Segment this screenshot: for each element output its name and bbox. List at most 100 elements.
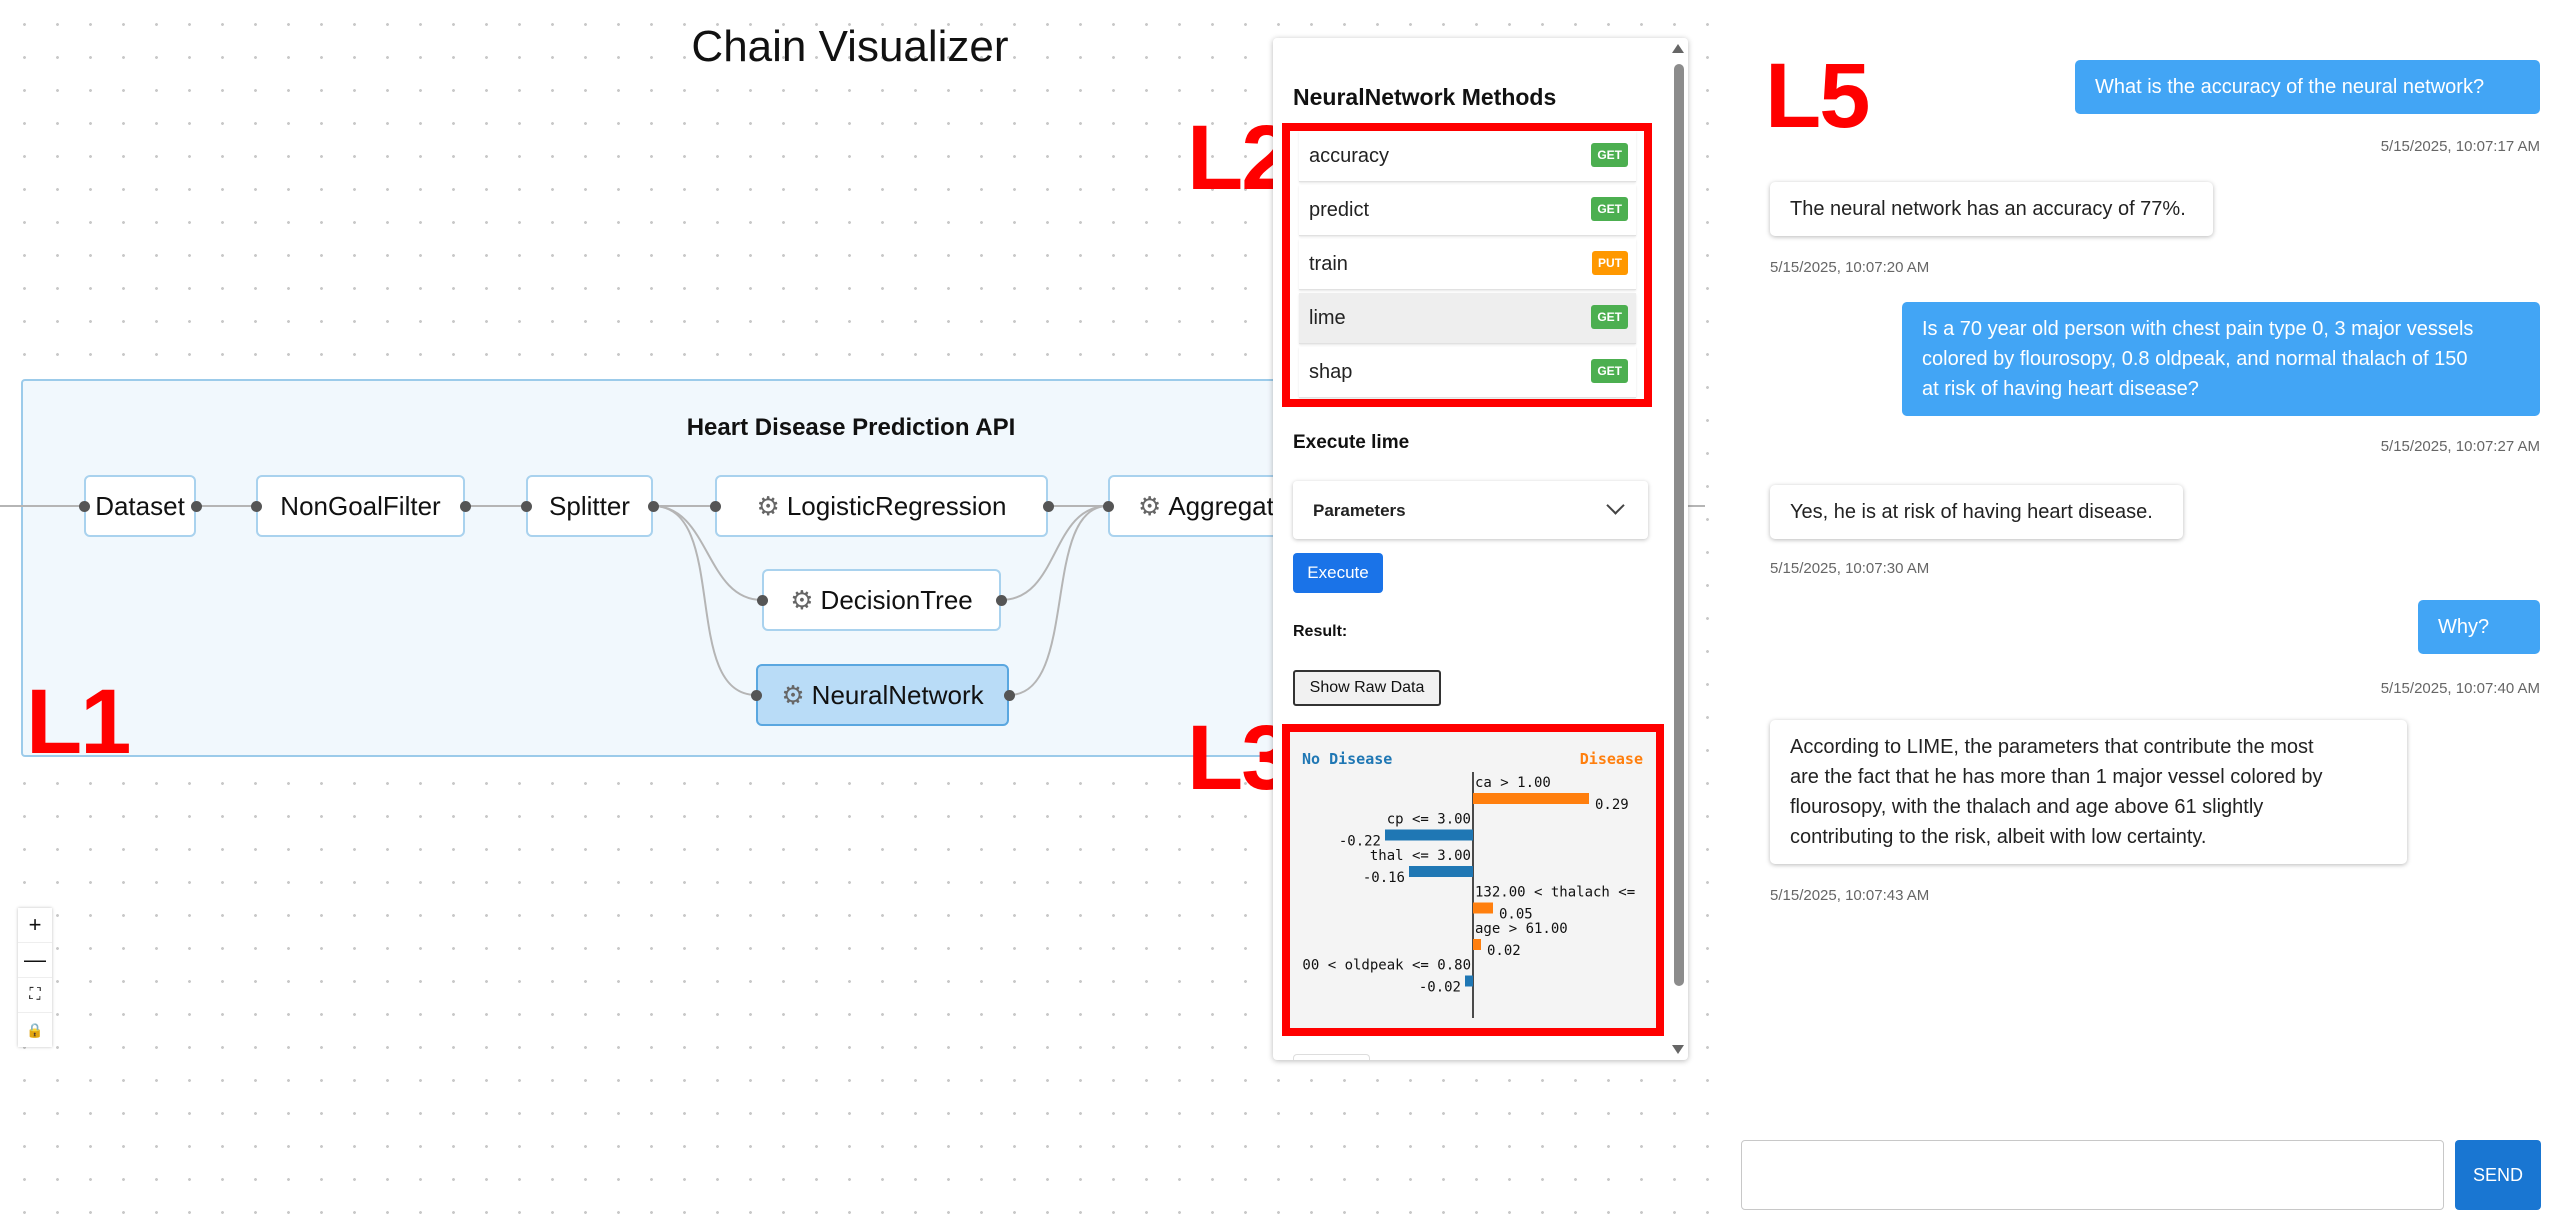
panel-title: NeuralNetwork Methods (1293, 84, 1557, 110)
bot-message: The neural network has an accuracy of 77… (1770, 182, 2213, 236)
method-row-lime[interactable]: lime GET (1299, 293, 1636, 344)
chat-input[interactable] (1741, 1140, 2444, 1210)
parameters-accordion[interactable]: Parameters (1293, 481, 1648, 539)
node-handle[interactable] (1004, 690, 1015, 701)
chart-feature-label: thal <= 3.00 (1370, 848, 1471, 864)
node-label: Aggregate (1168, 490, 1289, 521)
node-neuralnetwork[interactable]: ⚙ NeuralNetwork (756, 664, 1009, 726)
zoom-out-button[interactable]: — (18, 943, 52, 978)
gear-icon: ⚙ (790, 584, 814, 615)
method-row-accuracy[interactable]: accuracy GET (1299, 131, 1636, 182)
get-badge: GET (1591, 143, 1628, 167)
message-timestamp: 5/15/2025, 10:07:20 AM (1770, 259, 1930, 276)
node-handle[interactable] (710, 501, 721, 512)
node-handle[interactable] (251, 501, 262, 512)
edge-neural-aggregate (1008, 505, 1109, 696)
group-title: Heart Disease Prediction API (686, 414, 1016, 441)
result-label: Result: (1293, 623, 1348, 640)
node-dataset[interactable]: Dataset (84, 475, 196, 537)
edge-splitter-neural (652, 505, 757, 696)
method-name: train (1309, 253, 1348, 275)
edges-layer (0, 505, 1705, 696)
api-group-box[interactable] (21, 379, 1401, 757)
chart-class-positive: Disease (1580, 750, 1643, 768)
node-label: LogisticRegression (786, 490, 1007, 521)
node-handle[interactable] (1103, 501, 1114, 512)
zoom-in-button[interactable]: + (18, 908, 52, 943)
chart-value-label: -0.22 (1339, 834, 1381, 850)
chart-bar (1409, 866, 1473, 877)
chart-feature-label: age > 61.00 (1475, 921, 1568, 937)
node-label: Dataset (95, 490, 185, 521)
message-timestamp: 5/15/2025, 10:07:30 AM (1770, 560, 1930, 577)
node-decisiontree[interactable]: ⚙ DecisionTree (762, 569, 1001, 631)
method-name: accuracy (1309, 145, 1390, 167)
scroll-thumb[interactable] (1674, 64, 1684, 986)
method-name: shap (1309, 361, 1353, 383)
method-name: predict (1309, 199, 1370, 221)
chart-value-label: -0.02 (1419, 980, 1461, 996)
annotation-l1: L1 (26, 671, 131, 773)
gear-icon: ⚙ (781, 679, 805, 710)
get-badge: GET (1591, 197, 1628, 221)
method-row-predict[interactable]: predict GET (1299, 185, 1636, 236)
chart-value-label: 0.05 (1499, 907, 1533, 923)
fit-view-button[interactable]: ⛶ (18, 978, 52, 1013)
node-handle[interactable] (996, 595, 1007, 606)
edge-decision-aggregate (1000, 505, 1109, 601)
node-handle[interactable] (79, 501, 90, 512)
message-timestamp: 5/15/2025, 10:07:40 AM (2380, 680, 2540, 697)
execute-button[interactable]: Execute (1293, 553, 1383, 593)
message-text: What is the accuracy of the neural netwo… (2095, 76, 2485, 98)
message-text: Yes, he is at risk of having heart disea… (1790, 501, 2153, 523)
chart-value-label: 0.02 (1487, 943, 1521, 959)
chart-bar (1473, 902, 1493, 914)
node-label: NonGoalFilter (280, 490, 441, 521)
message-text: Why? (2438, 616, 2490, 638)
message-text: at risk of having heart disease? (1922, 378, 2199, 400)
methods-panel: NeuralNetwork Methods accuracy GET predi… (1273, 38, 1688, 1060)
node-logisticregression[interactable]: ⚙ LogisticRegression (715, 475, 1048, 537)
page-title: Chain Visualizer (691, 22, 1009, 71)
chart-feature-label: 132.00 < thalach <= (1475, 885, 1635, 901)
node-handle[interactable] (751, 690, 762, 701)
user-message: What is the accuracy of the neural netwo… (2075, 60, 2540, 114)
show-raw-data-button[interactable]: Show Raw Data (1293, 670, 1441, 706)
scroll-up-arrow-icon[interactable] (1672, 44, 1684, 53)
gear-icon: ⚙ (1138, 490, 1162, 521)
node-splitter[interactable]: Splitter (526, 475, 653, 537)
node-handle[interactable] (1043, 501, 1054, 512)
node-handle[interactable] (757, 595, 768, 606)
scroll-down-arrow-icon[interactable] (1672, 1045, 1684, 1054)
chart-class-negative: No Disease (1302, 750, 1392, 768)
send-button[interactable]: SEND (2455, 1140, 2541, 1210)
message-timestamp: 5/15/2025, 10:07:17 AM (2380, 138, 2540, 155)
message-text: colored by flourosopy, 0.8 oldpeak, and … (1922, 348, 2468, 370)
chat-area: What is the accuracy of the neural netwo… (1740, 0, 2560, 1229)
node-handle[interactable] (460, 501, 471, 512)
node-handle[interactable] (521, 501, 532, 512)
node-handle[interactable] (648, 501, 659, 512)
panel-bottom-stub (1293, 1054, 1370, 1060)
node-handle[interactable] (191, 501, 202, 512)
message-text: flourosopy, with the thalach and age abo… (1790, 796, 2264, 818)
bot-message: According to LIME, the parameters that c… (1770, 720, 2407, 864)
get-badge: GET (1591, 305, 1628, 329)
gear-icon: ⚙ (756, 490, 780, 521)
chevron-down-icon (1606, 496, 1625, 515)
node-nongoalfilter[interactable]: NonGoalFilter (256, 475, 465, 537)
user-message: Is a 70 year old person with chest pain … (1902, 302, 2540, 416)
method-name: lime (1309, 307, 1346, 329)
chart-feature-label: ca > 1.00 (1475, 775, 1551, 791)
lock-button[interactable]: 🔒 (26, 1021, 44, 1038)
execute-heading: Execute lime (1293, 432, 1410, 453)
message-timestamp: 5/15/2025, 10:07:27 AM (2380, 438, 2540, 455)
chart-bar (1385, 829, 1473, 841)
method-row-train[interactable]: train PUT (1299, 239, 1636, 290)
panel-scrollbar[interactable] (1670, 40, 1686, 1058)
message-text: are the fact that he has more than 1 maj… (1790, 766, 2323, 788)
message-text: The neural network has an accuracy of 77… (1790, 198, 2186, 220)
method-row-shap[interactable]: shap GET (1299, 347, 1636, 398)
